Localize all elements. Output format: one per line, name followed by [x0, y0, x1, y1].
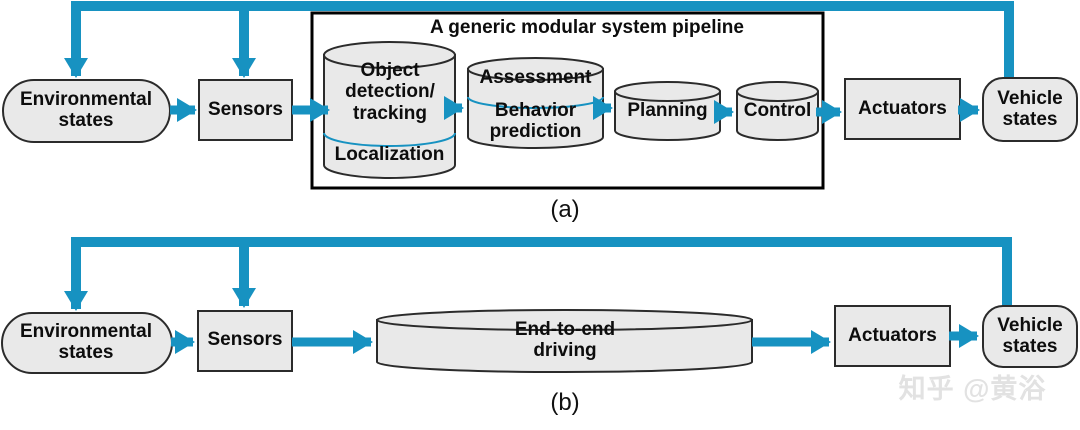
sensors-label-b: Sensors [207, 329, 283, 351]
localization-label: Localization [334, 144, 445, 166]
vehicle-states-shape-a [982, 77, 1078, 142]
end-to-end-label: End-to-end driving [514, 318, 616, 361]
assessment-cylinder [467, 57, 604, 149]
pipeline-title: A generic modular system pipeline [430, 17, 744, 39]
control-label: Control [743, 100, 812, 122]
sensors-label-a: Sensors [208, 99, 283, 121]
feedback-loop-b [64, 237, 1012, 311]
end-to-end-cylinder [376, 309, 753, 373]
control-cylinder [736, 81, 819, 141]
behavior-prediction-label: Behavior prediction [489, 99, 582, 142]
watermark-text: 知乎 @黄浴 [898, 373, 1047, 404]
object-detection-label: Object detection/ tracking [345, 60, 435, 124]
assessment-label: Assessment [479, 67, 592, 89]
sensors-shape-a [198, 79, 293, 141]
caption-a: (a) [550, 196, 580, 223]
actuators-label-b: Actuators [848, 325, 937, 347]
caption-b: (b) [550, 389, 580, 416]
actuators-label-a: Actuators [858, 98, 947, 120]
feedback-loop-a [64, 1, 1014, 80]
vehicle-states-label-b: Vehicle states [997, 314, 1063, 357]
vehicle-states-shape-b [982, 305, 1078, 368]
object-detection-cylinder [323, 41, 456, 179]
env-states-label-a: Environmental states [20, 88, 152, 131]
env-states-label-b: Environmental states [20, 320, 152, 363]
planning-cylinder [614, 81, 721, 141]
planning-label: Planning [627, 100, 708, 122]
vehicle-states-label-a: Vehicle states [997, 87, 1063, 130]
